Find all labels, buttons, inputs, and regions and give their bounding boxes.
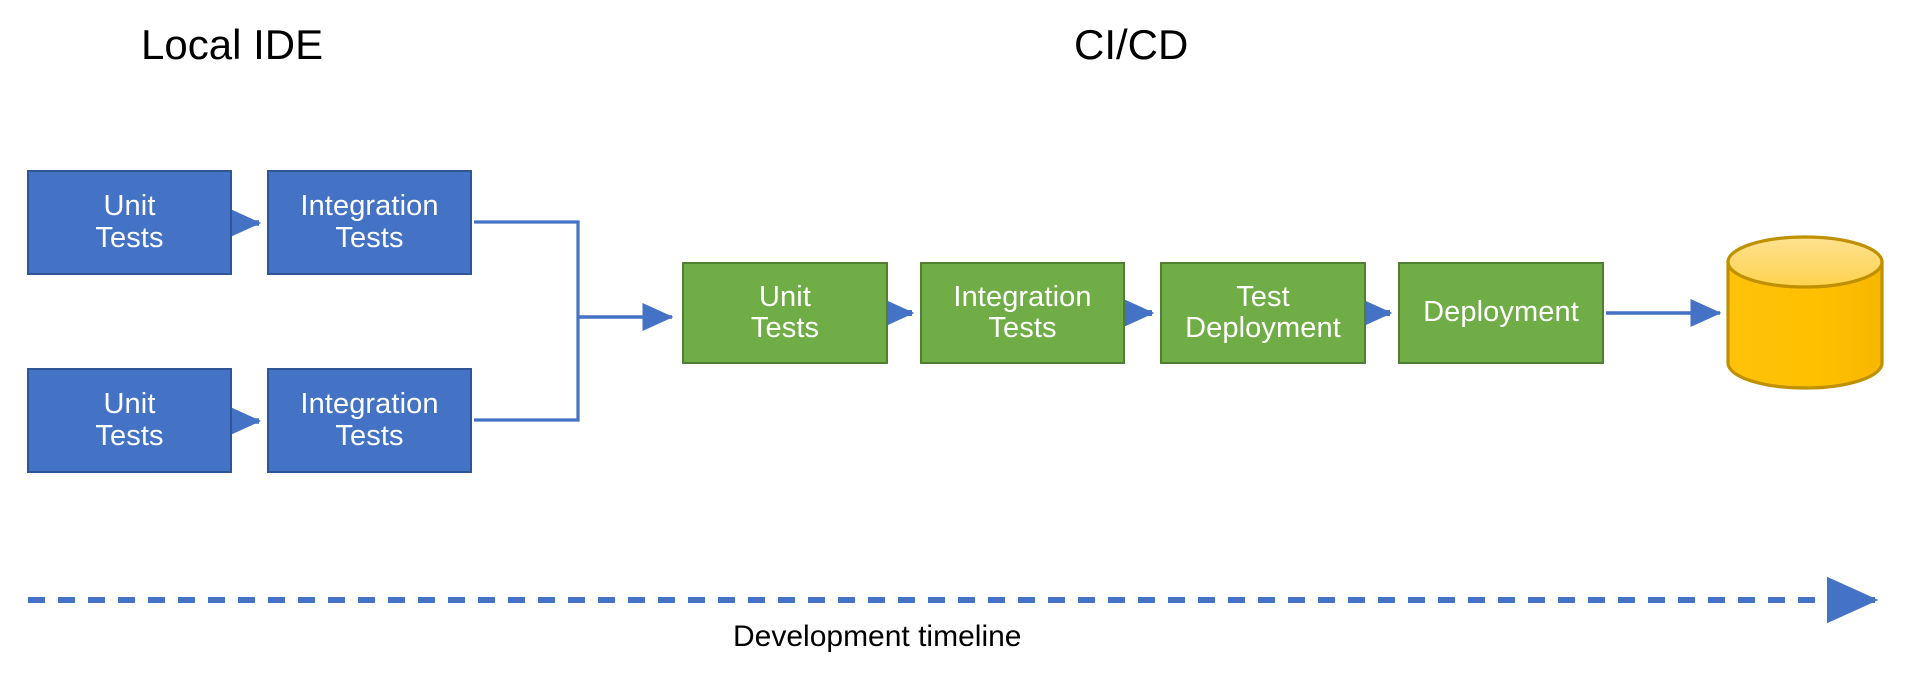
cicd-stage-test-deployment[interactable]: Test Deployment: [1160, 262, 1366, 364]
local-unit-tests-box-2[interactable]: Unit Tests: [27, 368, 232, 473]
cicd-stage-integration-tests[interactable]: Integration Tests: [920, 262, 1125, 364]
cicd-stage-deployment[interactable]: Deployment: [1398, 262, 1604, 364]
connector-local-to-cicd: [474, 220, 674, 422]
database-cylinder-icon: [1726, 235, 1884, 390]
development-timeline-label: Development timeline: [733, 620, 1022, 653]
section-title-cicd: CI/CD: [1074, 21, 1189, 68]
local-integration-tests-box-2[interactable]: Integration Tests: [267, 368, 472, 473]
cicd-stage-unit-tests[interactable]: Unit Tests: [682, 262, 888, 364]
local-unit-tests-box-1[interactable]: Unit Tests: [27, 170, 232, 275]
local-integration-tests-box-1[interactable]: Integration Tests: [267, 170, 472, 275]
section-title-local-ide: Local IDE: [141, 21, 324, 68]
